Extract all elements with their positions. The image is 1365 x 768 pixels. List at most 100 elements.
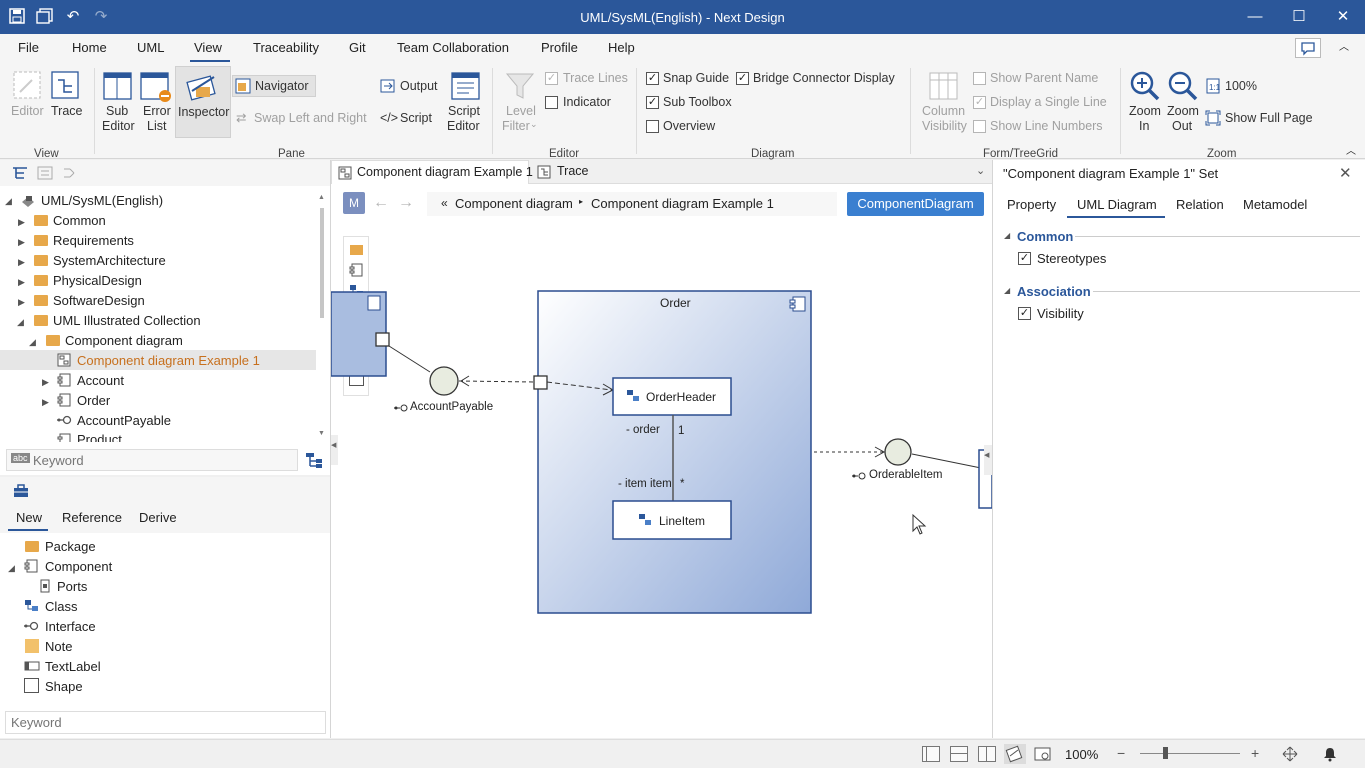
tree-item-component-diagram-folder[interactable]: Component diagram [65,333,183,348]
back-icon[interactable]: ← [373,194,389,211]
inspector-close-icon[interactable]: ✕ [1339,165,1352,182]
chevron-up-icon[interactable]: ︿ [1346,146,1356,157]
tab-trace[interactable]: Trace [531,160,611,184]
order-component-shape[interactable] [537,290,812,614]
toolbox-item-text-label[interactable]: TextLabel [45,659,101,674]
hierarchy-icon[interactable] [62,166,78,180]
expand-arrow-icon[interactable]: ◢ [5,196,12,206]
section-common-title[interactable]: Common [1017,229,1074,244]
diagram-type-badge[interactable]: ComponentDiagram [847,192,984,216]
tree-item-system-architecture[interactable]: SystemArchitecture [53,253,166,268]
toolbox-item-package[interactable]: Package [45,539,96,554]
menu-home[interactable]: Home [72,40,107,55]
tab-uml-diagram[interactable]: UML Diagram [1077,197,1157,212]
breadcrumb-overflow-icon[interactable]: « [441,196,448,210]
collapse-arrow-icon[interactable]: ◢ [29,337,36,347]
stereotypes-checkbox[interactable]: ✓ [1018,252,1031,265]
pan-icon[interactable] [1282,746,1298,762]
expand-arrow-icon[interactable]: ▶ [42,377,49,387]
minimize-button[interactable]: — [1247,8,1263,25]
tree-search-box[interactable]: abc [6,449,298,471]
dependency-line[interactable] [458,380,535,383]
notification-bell-icon[interactable] [1322,746,1338,762]
toolbox-item-shape[interactable]: Shape [45,679,83,694]
tab-reference[interactable]: Reference [62,510,122,525]
tree-search-input[interactable] [33,452,293,468]
tree-item-requirements[interactable]: Requirements [53,233,134,248]
tab-relation[interactable]: Relation [1176,197,1224,212]
tree-item-common[interactable]: Common [53,213,106,228]
section-association-title[interactable]: Association [1017,284,1091,299]
toolbox-item-component[interactable]: Component [45,559,113,574]
toolbox-search-input[interactable] [5,711,326,734]
scrollbar-thumb[interactable] [320,208,324,318]
tree-item-component-diagram-example[interactable]: Component diagram Example 1 [77,353,260,368]
layout-single-icon[interactable] [922,746,940,762]
expand-arrow-icon[interactable]: ▶ [42,397,49,407]
tab-overflow-chevron-icon[interactable]: ⌄ [976,165,986,177]
port-shape[interactable] [375,332,390,347]
connector-line[interactable] [911,453,982,469]
tree-item-software-design[interactable]: SoftwareDesign [53,293,145,308]
expand-arrow-icon[interactable]: ▶ [18,217,25,227]
interface-orderable-item-shape[interactable] [884,438,912,466]
sync-selection-button[interactable] [1004,744,1026,764]
scroll-up-icon[interactable]: ▲ [318,194,325,201]
tab-new[interactable]: New [16,510,43,525]
search-options-icon[interactable] [305,451,323,469]
inspector-button[interactable]: Inspector [175,66,231,138]
class-line-item-shape[interactable] [612,500,732,540]
connector-line[interactable] [388,345,431,373]
class-order-header-shape[interactable] [612,377,732,416]
close-button[interactable]: ✕ [1336,8,1350,25]
zoom-plus-button[interactable]: + [1251,745,1260,761]
tree-item-uml-illustrated[interactable]: UML Illustrated Collection [53,313,201,328]
tree-item-account[interactable]: Account [77,373,124,388]
toolbox-item-interface[interactable]: Interface [45,619,96,634]
right-collapse-handle[interactable]: ◀ [984,445,992,475]
tree-item-product[interactable]: Product [77,433,122,442]
port-shape[interactable] [533,375,548,390]
tree-root[interactable]: UML/SysML(English) [41,193,164,208]
toolbox-item-ports[interactable]: Ports [57,579,88,594]
zoom-slider-track[interactable] [1140,753,1240,754]
tab-property[interactable]: Property [1007,197,1057,212]
tree-view-icon[interactable] [12,166,28,180]
menu-profile[interactable]: Profile [541,40,578,55]
save-all-icon[interactable] [36,8,54,26]
status-zoom-label[interactable]: 100% [1065,747,1099,762]
tree-item-selected-row[interactable] [0,350,316,370]
undo-icon[interactable]: ↶ [66,8,80,25]
splitter-right[interactable] [992,160,993,738]
tab-metamodel[interactable]: Metamodel [1243,197,1308,212]
breadcrumb-item-diagram[interactable]: Component diagram Example 1 [591,196,774,211]
layout-horizontal-icon[interactable] [950,746,968,762]
tree-item-order[interactable]: Order [77,393,111,408]
maximize-button[interactable]: ☐ [1292,8,1306,25]
toolbox-item-note[interactable]: Note [45,639,73,654]
expand-arrow-icon[interactable]: ▶ [18,297,25,307]
menu-git[interactable]: Git [349,40,366,55]
menu-help[interactable]: Help [608,40,635,55]
navigator-button[interactable]: Navigator [232,75,316,97]
zoom-minus-button[interactable]: − [1117,745,1126,761]
collapse-arrow-icon[interactable]: ◢ [8,563,15,573]
menu-team-collaboration[interactable]: Team Collaboration [397,40,510,55]
save-icon[interactable] [8,8,26,26]
left-collapse-handle[interactable]: ◀ [331,435,338,465]
list-view-icon[interactable] [37,166,53,180]
expand-arrow-icon[interactable]: ▶ [18,237,25,247]
component-tool-icon[interactable] [349,263,363,277]
breadcrumb-item-folder[interactable]: Component diagram [455,196,573,211]
menu-traceability[interactable]: Traceability [253,40,319,55]
menu-view[interactable]: View [194,40,222,55]
menu-uml[interactable]: UML [137,40,165,55]
collapse-arrow-icon[interactable]: ◢ [17,317,24,327]
dependency-line[interactable] [546,381,613,391]
tree-item-physical-design[interactable]: PhysicalDesign [53,273,142,288]
forward-icon[interactable]: → [398,194,414,211]
zoom-slider-thumb[interactable] [1163,747,1168,759]
tab-derive[interactable]: Derive [139,510,177,525]
redo-icon[interactable]: ↷ [94,8,108,25]
section-collapse-icon[interactable]: ◢ [1004,231,1011,240]
